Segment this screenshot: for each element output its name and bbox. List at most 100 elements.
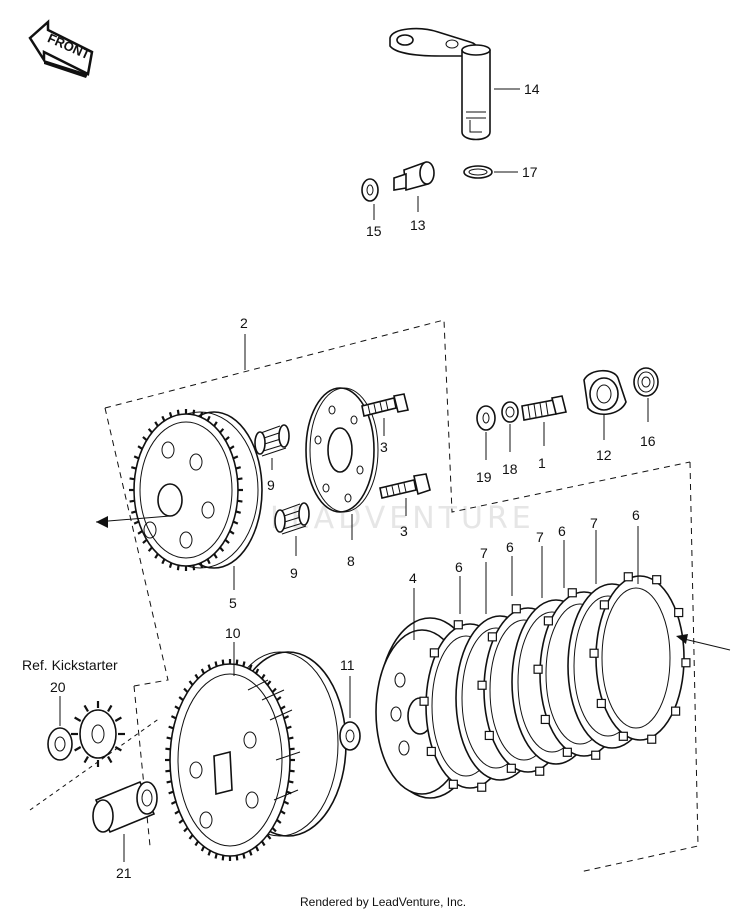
- part-19-washer: [476, 405, 496, 431]
- gear-tooth: [168, 411, 173, 418]
- hub-hole: [394, 672, 406, 688]
- plate-tab: [647, 734, 657, 744]
- callout-2: 2: [240, 315, 248, 331]
- plate-tab: [448, 779, 458, 789]
- clutch-plate-stack: [375, 572, 691, 799]
- gear-tooth: [232, 455, 239, 460]
- callout-7b: 7: [536, 529, 544, 545]
- plate-tab: [543, 616, 553, 626]
- part-1-adjusting-screw: [521, 395, 567, 421]
- gear-tooth: [255, 668, 260, 674]
- gear-tooth: [107, 755, 113, 764]
- gear-tooth: [255, 846, 260, 852]
- gear-tooth: [194, 840, 200, 847]
- gear-tooth: [248, 664, 253, 670]
- front-arrow-icon: FRONT: [28, 19, 94, 78]
- callout-6d: 6: [632, 507, 640, 523]
- gear-tooth: [165, 747, 171, 751]
- gear-tooth: [183, 827, 189, 833]
- gear-tooth: [207, 850, 212, 856]
- gear-tooth: [165, 769, 171, 773]
- plate-tab: [429, 648, 439, 658]
- part-21-collar: [92, 780, 158, 834]
- gear-tooth: [133, 455, 140, 460]
- gear-tooth: [242, 853, 246, 859]
- plate-tab: [487, 632, 497, 642]
- callout-3a: 3: [380, 439, 388, 455]
- hub-hole: [390, 706, 402, 722]
- gear-tooth: [74, 746, 82, 752]
- gear-tooth: [137, 530, 143, 535]
- gear-tooth: [192, 565, 196, 571]
- gear-tooth: [235, 466, 242, 470]
- assembly-outline-left: [104, 407, 169, 687]
- friction-plate: [595, 575, 685, 741]
- callout-21: 21: [116, 865, 132, 881]
- gear-tooth: [229, 530, 235, 535]
- callout-1: 1: [538, 455, 546, 471]
- gear-tooth: [214, 853, 218, 859]
- gear-tooth: [235, 855, 239, 861]
- plate-tab: [589, 648, 599, 658]
- plate-tab: [618, 731, 628, 741]
- gear-tooth: [242, 661, 246, 667]
- plate-tab: [477, 680, 487, 690]
- part-14-release-lever: [389, 27, 491, 141]
- callout-9a: 9: [267, 477, 275, 493]
- gear-tooth: [166, 780, 172, 784]
- axis-line-left: [95, 515, 171, 523]
- plate-tab: [674, 607, 684, 618]
- plate-tab: [562, 747, 572, 757]
- gear-tooth: [206, 558, 211, 565]
- gear-tooth: [276, 818, 282, 824]
- part-20-washer: [47, 727, 73, 761]
- callout-7a: 7: [480, 545, 488, 561]
- part-3-bolt-upper: [361, 393, 409, 417]
- gear-tooth: [280, 705, 286, 710]
- part-10-clutch-housing: [165, 651, 347, 861]
- assembly-outline-upper: [104, 319, 691, 513]
- callout-13: 13: [410, 217, 426, 233]
- plate-tab: [671, 706, 681, 716]
- plate-tab: [567, 588, 577, 598]
- part-17-circlip: [463, 165, 493, 179]
- plate-tab: [426, 746, 436, 757]
- gear-tooth: [107, 704, 113, 713]
- gear-tooth: [188, 834, 194, 840]
- gear-tooth: [161, 558, 166, 565]
- axis-arrow-right-icon: [676, 634, 688, 644]
- axis-arrow-icon: [96, 516, 108, 528]
- gear-tooth: [271, 687, 277, 693]
- gear-tooth: [176, 409, 180, 415]
- callout-15: 15: [366, 223, 382, 239]
- gear-tooth: [161, 415, 166, 422]
- gear-tooth: [288, 736, 294, 740]
- callout-7c: 7: [590, 515, 598, 531]
- gear-tooth: [178, 818, 184, 824]
- kickstarter-axis-line: [29, 717, 161, 811]
- gear-tooth: [83, 755, 89, 764]
- plate-tab: [484, 730, 494, 741]
- gear-tooth: [207, 664, 212, 670]
- plate-tab: [477, 782, 487, 792]
- gear-tooth: [114, 716, 122, 722]
- gear-tooth: [147, 546, 153, 552]
- gear-tooth: [224, 538, 230, 544]
- plate-tab: [419, 696, 429, 706]
- callout-6c: 6: [558, 523, 566, 539]
- gear-tooth: [170, 715, 177, 720]
- gear-tooth: [130, 510, 137, 514]
- plate-tab: [540, 714, 550, 725]
- plate-tab: [591, 750, 601, 760]
- callout-12: 12: [596, 447, 612, 463]
- gear-tooth: [174, 810, 180, 815]
- callout-6a: 6: [455, 559, 463, 575]
- gear-tooth: [206, 415, 211, 422]
- gear-tooth: [237, 499, 243, 503]
- gear-tooth: [213, 553, 218, 559]
- callout-16: 16: [640, 433, 656, 449]
- gear-tooth: [168, 562, 173, 569]
- gear-tooth: [199, 411, 204, 418]
- assembly-outline-right: [579, 461, 699, 873]
